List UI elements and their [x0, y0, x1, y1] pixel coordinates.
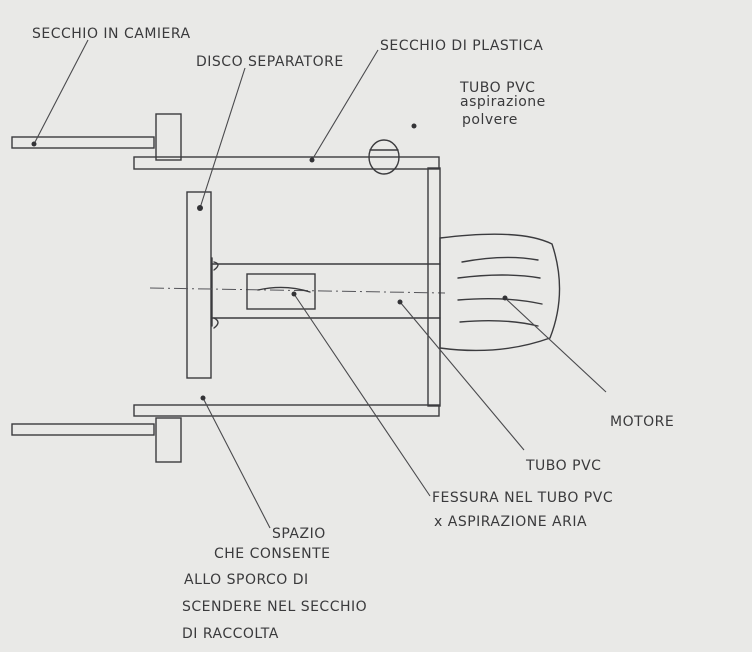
label-disco-separatore: DISCO SEPARATORE: [196, 54, 344, 70]
plastic-bucket-end-wall: [427, 167, 441, 407]
label-motore: MOTORE: [610, 414, 674, 430]
label-tubo-aspirazione-1: TUBO PVC: [459, 80, 535, 96]
outer-bucket-rim-top: [11, 136, 155, 149]
marker-tubo-aspirazione: [411, 123, 417, 129]
outer-bucket-wall-bottom: [155, 417, 182, 463]
label-fessura-2: x ASPIRAZIONE ARIA: [434, 514, 587, 530]
separator-disc: [186, 191, 212, 379]
leader-spazio: [202, 397, 271, 529]
plastic-bucket-bottom-wall: [133, 404, 440, 417]
plastic-bucket-top-wall: [133, 156, 440, 170]
label-fessura-1: FESSURA NEL TUBO PVC: [432, 490, 613, 506]
leader-tubo-pvc: [399, 301, 525, 451]
leader-secchio-plastica: [311, 49, 379, 161]
label-spazio-5: DI RACCOLTA: [182, 626, 279, 642]
label-secchio-plastica: SECCHIO DI PLASTICA: [380, 38, 543, 54]
leader-motore: [504, 297, 607, 393]
pvc-tube: [211, 263, 441, 319]
outer-bucket-wall-top: [155, 113, 182, 161]
label-spazio-4: SCENDERE NEL SECCHIO: [182, 599, 367, 615]
tube-slot: [246, 273, 316, 310]
label-spazio-1: SPAZIO: [272, 526, 326, 542]
label-spazio-3: ALLO SPORCO DI: [184, 572, 309, 588]
label-tubo-pvc: TUBO PVC: [525, 458, 601, 474]
label-tubo-aspirazione-2: aspirazione: [460, 94, 546, 110]
dust-intake-pipe: [368, 139, 400, 175]
leader-disco-separatore: [199, 67, 246, 209]
motor: [439, 233, 561, 352]
label-spazio-2: CHE CONSENTE: [214, 546, 330, 562]
leader-secchio-camera: [33, 39, 89, 145]
axis-line: [149, 287, 446, 294]
leader-fessura: [293, 293, 431, 497]
label-tubo-aspirazione-3: polvere: [462, 112, 518, 128]
label-secchio-camera: SECCHIO IN CAMIERA: [32, 26, 191, 42]
outer-bucket-rim-bottom: [11, 423, 155, 436]
